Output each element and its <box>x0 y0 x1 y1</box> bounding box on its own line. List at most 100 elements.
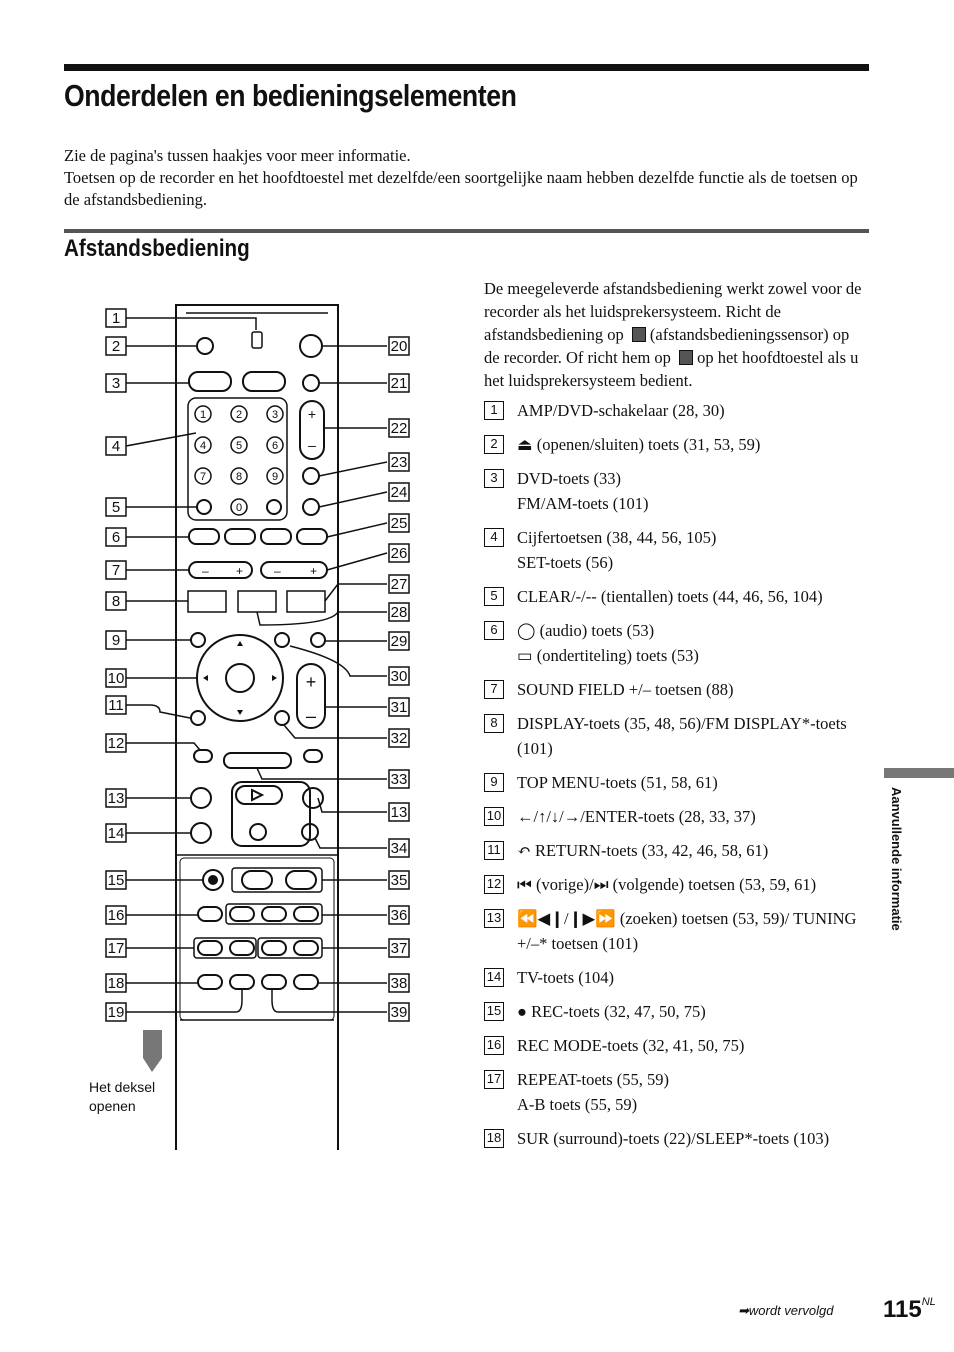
callout-number: 4 <box>112 438 120 455</box>
callout-box <box>388 802 410 822</box>
callout-box <box>388 769 410 789</box>
callout-number: 29 <box>391 633 408 650</box>
keypad-digit: 5 <box>236 440 242 452</box>
callout-number: 14 <box>108 825 125 842</box>
callout-box <box>388 728 410 748</box>
callout-number: 20 <box>391 338 408 355</box>
callout-box <box>388 838 410 858</box>
item-number-badge: 6 <box>484 621 504 640</box>
item-text: FM/AM-toets (101) <box>517 494 649 513</box>
item-text: ◯ (audio) toets (53) <box>517 621 655 640</box>
callout-number: 13 <box>108 790 125 807</box>
remote-description: De meegeleverde afstandsbediening werkt … <box>484 277 868 392</box>
callout-box <box>105 788 127 808</box>
callout-box <box>105 905 127 925</box>
callout-box <box>105 1002 127 1022</box>
item-text: ←/↑/↓/→/ENTER-toets (28, 33, 37) <box>517 807 756 826</box>
page-number-value: 115 <box>883 1296 922 1323</box>
list-item: 6 ◯ (audio) toets (53) ▭ (ondertiteling) t… <box>484 618 868 668</box>
svg-text:–: – <box>306 706 316 726</box>
keypad-button <box>230 467 248 485</box>
callout-number: 13 <box>391 804 408 821</box>
callout-number: 1 <box>112 310 120 327</box>
keypad-digit: 3 <box>272 409 278 421</box>
svg-text:+: + <box>308 406 316 422</box>
callout-box <box>388 574 410 594</box>
item-text: SOUND FIELD +/– toetsen (88) <box>517 680 734 699</box>
list-item: 15 ● REC-toets (32, 47, 50, 75) <box>484 999 868 1024</box>
item-number-badge: 12 <box>484 875 504 894</box>
continued-note: ➡wordt vervolgd <box>738 1303 833 1319</box>
callout-number: 9 <box>112 632 120 649</box>
continued-text: wordt vervolgd <box>748 1303 834 1318</box>
svg-text:+: + <box>306 672 317 692</box>
callout-number: 27 <box>391 576 408 593</box>
callout-box <box>105 870 127 890</box>
callout-box <box>105 823 127 843</box>
callout-box <box>105 591 127 611</box>
callout-box <box>105 733 127 753</box>
item-text: CLEAR/-/-- (tientallen) toets (44, 46, 5… <box>517 587 823 606</box>
keypad-button <box>266 405 284 423</box>
callout-box <box>388 697 410 717</box>
item-number-badge: 7 <box>484 680 504 699</box>
callout-number: 12 <box>108 735 125 752</box>
callout-box <box>105 560 127 580</box>
callout-number: 17 <box>108 940 125 957</box>
callout-box <box>388 336 410 356</box>
keypad-button <box>230 405 248 423</box>
callout-number: 37 <box>391 940 408 957</box>
svg-text:+: + <box>310 564 317 578</box>
item-text: ▭ (ondertiteling) toets (53) <box>517 646 699 665</box>
side-tab-label: Aanvullende informatie <box>889 787 904 931</box>
svg-text:–: – <box>308 437 316 453</box>
callout-number: 28 <box>391 604 408 621</box>
title-rule <box>64 64 869 71</box>
callout-number: 31 <box>391 699 408 716</box>
cover-label: Het deksel openen <box>89 1079 156 1114</box>
item-text: ● REC-toets (32, 47, 50, 75) <box>517 1002 706 1021</box>
item-number-badge: 15 <box>484 1002 504 1021</box>
arrow-right-icon: ➡ <box>738 1303 749 1318</box>
callout-box <box>388 973 410 993</box>
keypad-button <box>266 467 284 485</box>
list-item: 12 ⏮ (vorige)/⏭ (volgende) toetsen (53, 5… <box>484 872 868 897</box>
sensor-icon <box>679 350 694 365</box>
item-text: Cijfertoetsen (38, 44, 56, 105) <box>517 528 717 547</box>
keypad-button <box>266 436 284 454</box>
callout-number: 2 <box>112 338 120 355</box>
item-number-badge: 16 <box>484 1036 504 1055</box>
callout-number: 25 <box>391 515 408 532</box>
desc-part-2: (afstandsbedieningssensor) op de recorde… <box>484 325 850 367</box>
keypad-button <box>230 436 248 454</box>
page-number: 115NL <box>883 1296 936 1324</box>
item-text: ↶ RETURN-toets (33, 42, 46, 58, 61) <box>517 841 769 860</box>
callout-box <box>388 938 410 958</box>
item-list: De meegeleverde afstandsbediening werkt … <box>484 277 868 1160</box>
item-text: SUR (surround)-toets (22)/SLEEP*-toets (… <box>517 1129 830 1148</box>
callout-box <box>105 630 127 650</box>
callout-number: 16 <box>108 907 125 924</box>
callout-box <box>105 973 127 993</box>
item-text: REPEAT-toets (55, 59) <box>517 1070 670 1089</box>
item-text: DISPLAY-toets (35, 48, 56)/FM DISPLAY*-t… <box>517 714 847 758</box>
callout-box <box>105 308 127 328</box>
item-text: ⏮ (vorige)/⏭ (volgende) toetsen (53, 59,… <box>517 875 817 894</box>
list-item: 7 SOUND FIELD +/– toetsen (88) <box>484 677 868 702</box>
item-text: AMP/DVD-schakelaar (28, 30) <box>517 401 725 420</box>
callout-box <box>388 373 410 393</box>
callout-box <box>388 666 410 686</box>
item-text: TOP MENU-toets (51, 58, 61) <box>517 773 718 792</box>
item-number-badge: 11 <box>484 841 504 860</box>
list-item: 11 ↶ RETURN-toets (33, 42, 46, 58, 61) <box>484 838 868 863</box>
callout-box <box>388 905 410 925</box>
keypad-digit: 1 <box>200 409 206 421</box>
callout-number: 33 <box>391 771 408 788</box>
callout-number: 10 <box>108 670 125 687</box>
page-suffix: NL <box>921 1296 936 1308</box>
callout-number: 39 <box>391 1004 408 1021</box>
callout-number: 35 <box>391 872 408 889</box>
